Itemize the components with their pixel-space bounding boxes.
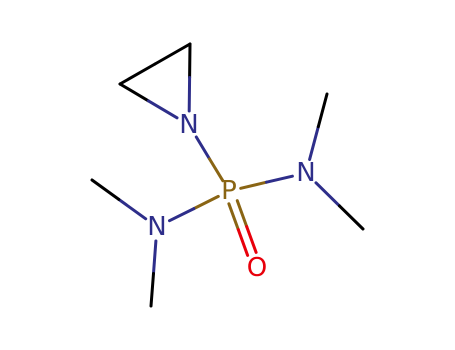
bond-p1-o1-line-2-half-b bbox=[245, 225, 258, 254]
bond-c2-n1-half-b bbox=[147, 99, 179, 120]
bond-p1-n3-half-b bbox=[168, 207, 196, 223]
bond-n1-p1-half-b bbox=[208, 157, 225, 183]
bond-c1-c2-half-a bbox=[153, 42, 192, 66]
bond-c1-c2-half-b bbox=[118, 62, 157, 86]
bond-p1-o1-line-1-half-b bbox=[236, 228, 250, 257]
bond-p1-n3-half-a bbox=[192, 194, 220, 211]
bond-layer bbox=[90, 42, 365, 308]
atom-label-n1: N bbox=[179, 110, 198, 140]
bond-c2-n1-half-a bbox=[118, 82, 150, 103]
bond-n3-c6-half-a bbox=[152, 239, 158, 275]
atom-label-n2: N bbox=[296, 158, 315, 188]
bond-n3-c5-half-a bbox=[117, 197, 148, 221]
bond-n2-c4-half-b bbox=[338, 204, 365, 231]
bond-n2-c4-half-a bbox=[314, 181, 341, 208]
atom-label-n3: N bbox=[147, 212, 166, 242]
bond-n1-p1-half-a bbox=[194, 135, 211, 161]
bond-n2-c3-half-a bbox=[308, 125, 320, 161]
bond-p1-n2-half-a bbox=[239, 180, 268, 190]
bond-n3-c6-half-b bbox=[149, 272, 155, 308]
bond-n3-c5-half-b bbox=[90, 178, 121, 201]
bond-p1-o1-line-2-half-a bbox=[235, 199, 249, 229]
bond-p1-o1-line-1-half-a bbox=[227, 202, 240, 232]
bond-n2-c3-half-b bbox=[316, 92, 329, 129]
atom-label-layer: N N N P O bbox=[147, 110, 315, 283]
atom-label-p1: P bbox=[221, 176, 237, 206]
atom-label-o1: O bbox=[247, 253, 267, 283]
bond-p1-n2-half-b bbox=[265, 174, 294, 184]
